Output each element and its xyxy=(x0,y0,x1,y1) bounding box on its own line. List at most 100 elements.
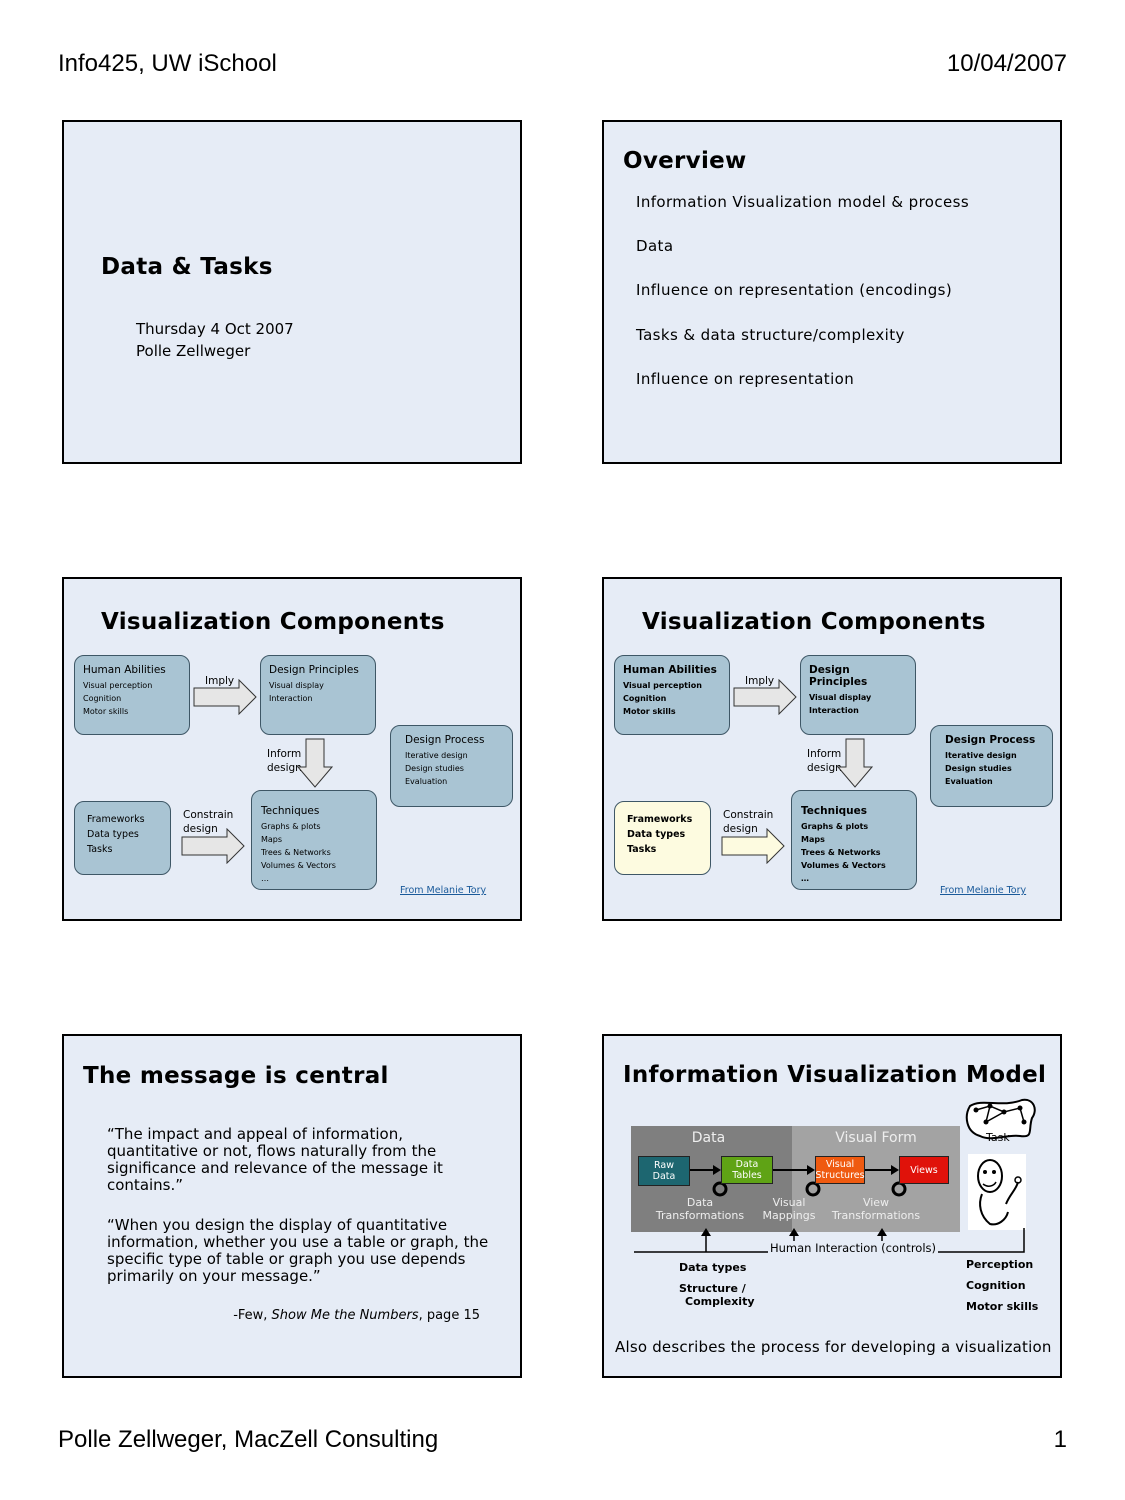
box-item: Interaction xyxy=(809,706,859,715)
credit-link[interactable]: From Melanie Tory xyxy=(400,885,487,896)
quote-1: “The impact and appeal of information, q… xyxy=(107,1125,443,1194)
credit-link[interactable]: From Melanie Tory xyxy=(940,885,1027,896)
box-item: Data types xyxy=(627,829,686,840)
constrain-arrow xyxy=(721,828,785,864)
box-item: Maps xyxy=(801,835,825,844)
box-item: … xyxy=(801,874,809,883)
box-line: Tables xyxy=(732,1170,762,1181)
frameworks-box: Frameworks Data types Tasks xyxy=(74,801,171,875)
box-line: Views xyxy=(910,1164,938,1176)
header-date: 10/04/2007 xyxy=(946,50,1067,77)
note-perception: Perception xyxy=(966,1258,1034,1271)
note-data-types: Data types xyxy=(679,1261,747,1274)
box-item: Cognition xyxy=(83,694,122,703)
note-cognition: Cognition xyxy=(966,1279,1026,1292)
slide-title: Overview xyxy=(623,148,747,174)
model-caption: Also describes the process for developin… xyxy=(615,1338,1052,1356)
inform-arrow xyxy=(297,738,333,788)
box-line: Data xyxy=(652,1171,676,1182)
box-line: Visual xyxy=(825,1159,855,1170)
box-item: Volumes & Vectors xyxy=(801,861,886,870)
constrain-label: Constrain xyxy=(183,809,234,821)
slide-2: Overview Information Visualization model… xyxy=(602,120,1062,464)
quote-2: “When you design the display of quantita… xyxy=(107,1216,489,1285)
box-item: Design studies xyxy=(945,764,1012,773)
slide-title: Information Visualization Model xyxy=(623,1062,1047,1088)
citation-book: Show Me the Numbers xyxy=(271,1308,419,1323)
box-item: Tasks xyxy=(627,844,657,855)
task-label: Task xyxy=(986,1131,1010,1144)
visual-form-label: Visual Form xyxy=(835,1130,917,1146)
slide-title: Visualization Components xyxy=(101,609,445,635)
human-abilities-box: Human Abilities Visual perception Cognit… xyxy=(74,655,190,735)
box-item: Evaluation xyxy=(945,777,993,786)
citation-prefix: -Few, xyxy=(233,1308,272,1323)
human-abilities-box: Human Abilities Visual perception Cognit… xyxy=(614,655,730,735)
header-course: Info425, UW iSchool xyxy=(58,50,277,77)
footer-page-number: 1 xyxy=(1053,1426,1067,1453)
slide-6: Information Visualization Model Data Vis… xyxy=(602,1034,1062,1378)
slide-3: Visualization Components Human Abilities… xyxy=(62,577,522,921)
citation: -Few, Show Me the Numbers, page 15 xyxy=(233,1308,480,1323)
box-item: Visual display xyxy=(809,693,872,702)
slide-title: The message is central xyxy=(83,1063,389,1089)
box-item: Data types xyxy=(87,829,139,840)
techniques-box: Techniques Graphs & plots Maps Trees & N… xyxy=(791,790,917,890)
imply-label: Imply xyxy=(745,675,775,687)
overview-item: Influence on representation (encodings) xyxy=(636,281,953,299)
box-item: Evaluation xyxy=(405,777,448,786)
overview-item: Information Visualization model & proces… xyxy=(636,193,970,211)
human-figure-icon xyxy=(968,1154,1026,1230)
box-line: Raw xyxy=(654,1160,674,1171)
citation-suffix: , page 15 xyxy=(418,1308,480,1323)
overview-item: Influence on representation xyxy=(636,370,855,388)
box-item: Motor skills xyxy=(83,707,129,716)
slide-5: The message is central “The impact and a… xyxy=(62,1034,522,1378)
box-item: Cognition xyxy=(623,694,667,703)
box-heading: Design Principles xyxy=(269,664,359,676)
box-item: Maps xyxy=(261,835,283,844)
inform-label: design xyxy=(267,762,302,774)
frameworks-box-highlighted: Frameworks Data types Tasks xyxy=(614,801,711,875)
box-heading: Design Principles xyxy=(809,664,868,688)
inform-label: design xyxy=(807,762,842,774)
box-item: Interaction xyxy=(269,694,313,703)
techniques-box: Techniques Graphs & plots Maps Trees & N… xyxy=(251,790,377,890)
box-heading: Design Process xyxy=(405,734,485,746)
box-item: Iterative design xyxy=(405,751,468,760)
note-structure: Structure / xyxy=(679,1282,746,1295)
inform-label: Inform xyxy=(267,748,302,760)
box-item: Graphs & plots xyxy=(261,822,321,831)
slide-4: Visualization Components Human Abilities… xyxy=(602,577,1062,921)
constrain-arrow xyxy=(181,828,245,864)
box-item: Trees & Networks xyxy=(261,848,331,857)
slide-author: Polle Zellweger xyxy=(136,342,251,360)
box-item: Trees & Networks xyxy=(801,848,881,857)
constrain-label: design xyxy=(723,823,758,835)
note-complexity: Complexity xyxy=(685,1295,755,1308)
data-region-label: Data xyxy=(691,1130,726,1146)
constrain-label: Constrain xyxy=(723,809,774,821)
design-process-box: Design Process Iterative design Design s… xyxy=(930,725,1053,807)
box-line: Structures xyxy=(815,1170,865,1181)
box-heading: Human Abilities xyxy=(83,664,166,676)
box-item: Volumes & Vectors xyxy=(261,861,336,870)
box-item: … xyxy=(261,874,269,883)
box-item: Motor skills xyxy=(623,707,676,716)
box-line: Data xyxy=(735,1159,759,1170)
human-interaction-label: Human Interaction (controls) xyxy=(768,1241,939,1255)
box-heading: Techniques xyxy=(261,805,320,817)
box-item: Iterative design xyxy=(945,751,1017,760)
imply-label: Imply xyxy=(205,675,235,687)
box-heading: Techniques xyxy=(801,805,868,817)
imply-arrow xyxy=(733,679,797,715)
box-heading: Design Process xyxy=(945,734,1036,746)
box-item: Graphs & plots xyxy=(801,822,869,831)
box-item: Tasks xyxy=(87,844,113,855)
constrain-label: design xyxy=(183,823,218,835)
overview-item: Tasks & data structure/complexity xyxy=(636,326,905,344)
